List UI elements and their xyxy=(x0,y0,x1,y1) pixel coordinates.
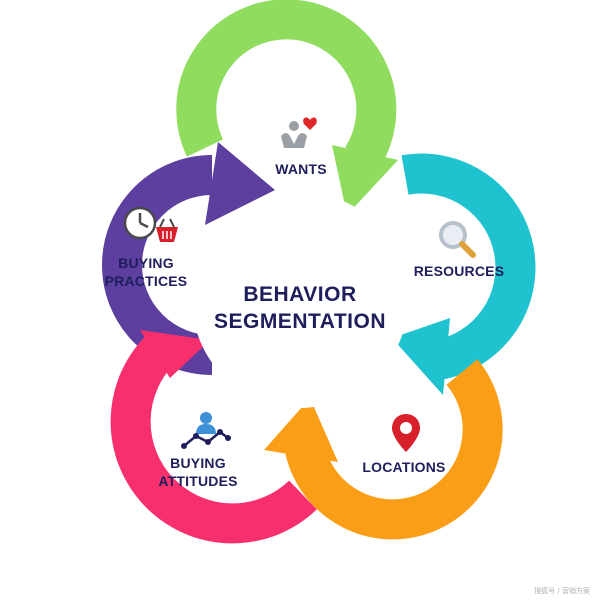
label-wants: WANTS xyxy=(275,161,327,177)
person-chart-icon xyxy=(181,412,231,449)
label-buying-attitudes-line2: ATTITUDES xyxy=(158,473,238,489)
diagram-title: BEHAVIOR SEGMENTATION xyxy=(180,281,420,335)
label-buying-practices: BUYING PRACTICES xyxy=(100,254,192,290)
label-buying-practices-line2: PRACTICES xyxy=(104,273,188,289)
label-buying-practices-line1: BUYING xyxy=(118,255,174,271)
arc-wants xyxy=(176,0,398,215)
map-pin-icon xyxy=(392,414,420,452)
clock-basket-icon xyxy=(123,206,178,242)
label-buying-attitudes: BUYING ATTITUDES xyxy=(150,454,246,490)
label-locations: LOCATIONS xyxy=(362,459,446,475)
magnifier-icon xyxy=(439,221,476,258)
center-hub xyxy=(192,192,408,408)
title-line-1: BEHAVIOR xyxy=(243,283,357,306)
watermark: 搜狐号 / 营销方案 xyxy=(534,587,590,595)
label-resources: RESOURCES xyxy=(413,263,505,279)
arc-locations xyxy=(264,359,503,540)
arc-resources xyxy=(392,153,536,395)
hand-heart-icon xyxy=(281,117,317,148)
arc-buying-attitudes xyxy=(110,330,317,544)
label-buying-attitudes-line1: BUYING xyxy=(170,455,226,471)
title-line-2: SEGMENTATION xyxy=(213,310,387,333)
